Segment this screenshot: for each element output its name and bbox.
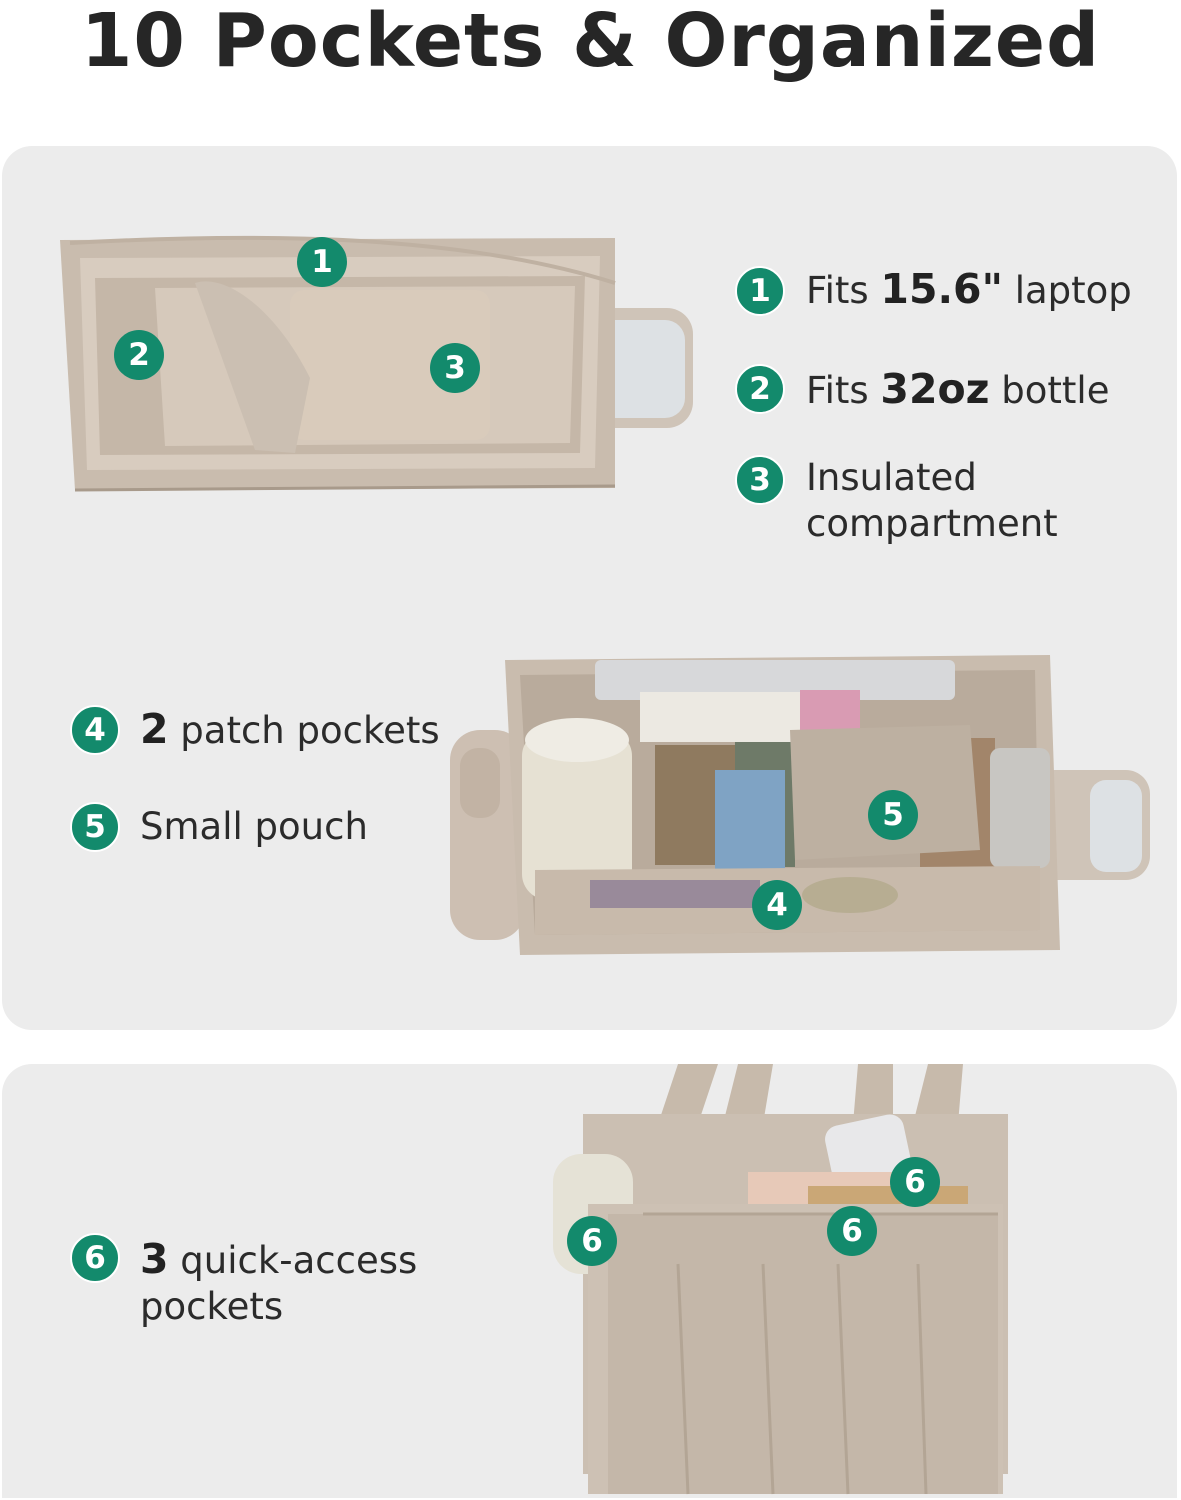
- feature-quick-access-bold: 3: [140, 1235, 169, 1283]
- feature-insulated: Insulated compartment: [806, 455, 1058, 547]
- feature-bottle-bold: 32oz: [880, 365, 990, 413]
- feature-bottle-post: bottle: [989, 369, 1110, 412]
- feature-insulated-line2: compartment: [806, 502, 1058, 545]
- photo-badge-6c: 6: [827, 1206, 877, 1256]
- feature-insulated-line1: Insulated: [806, 456, 977, 499]
- feature-badge-4: 4: [70, 705, 120, 755]
- feature-patch-pockets: 2 patch pockets: [140, 706, 440, 754]
- page-title: 10 Pockets & Organized: [80, 0, 1101, 84]
- photo-badge-6a: 6: [890, 1157, 940, 1207]
- feature-laptop-post: laptop: [1002, 269, 1132, 312]
- bag-interior-photo-empty: [55, 228, 695, 528]
- feature-bottle-pre: Fits: [806, 369, 881, 412]
- photo-badge-2: 2: [114, 330, 164, 380]
- feature-badge-1: 1: [735, 266, 785, 316]
- photo-badge-4: 4: [752, 880, 802, 930]
- feature-quick-access-text: quick-access: [168, 1239, 418, 1282]
- photo-badge-3: 3: [430, 343, 480, 393]
- feature-laptop-pre: Fits: [806, 269, 881, 312]
- feature-patch-pockets-bold: 2: [140, 705, 169, 753]
- photo-badge-5: 5: [868, 790, 918, 840]
- feature-bottle: Fits 32oz bottle: [806, 366, 1109, 414]
- photo-badge-6b: 6: [567, 1216, 617, 1266]
- feature-badge-2: 2: [735, 364, 785, 414]
- photo-badge-1: 1: [297, 237, 347, 287]
- feature-badge-3: 3: [735, 455, 785, 505]
- feature-laptop: Fits 15.6" laptop: [806, 266, 1132, 314]
- feature-quick-access-line2: pockets: [140, 1285, 284, 1328]
- feature-patch-pockets-text: patch pockets: [168, 709, 440, 752]
- bag-interior-photo-packed: [450, 630, 1155, 985]
- feature-small-pouch: Small pouch: [140, 805, 368, 848]
- feature-badge-5: 5: [70, 802, 120, 852]
- bag-exterior-photo: [548, 1064, 1048, 1496]
- feature-quick-access: 3 quick-access pockets: [140, 1236, 417, 1330]
- feature-laptop-bold: 15.6": [880, 265, 1003, 313]
- feature-badge-6: 6: [70, 1233, 120, 1283]
